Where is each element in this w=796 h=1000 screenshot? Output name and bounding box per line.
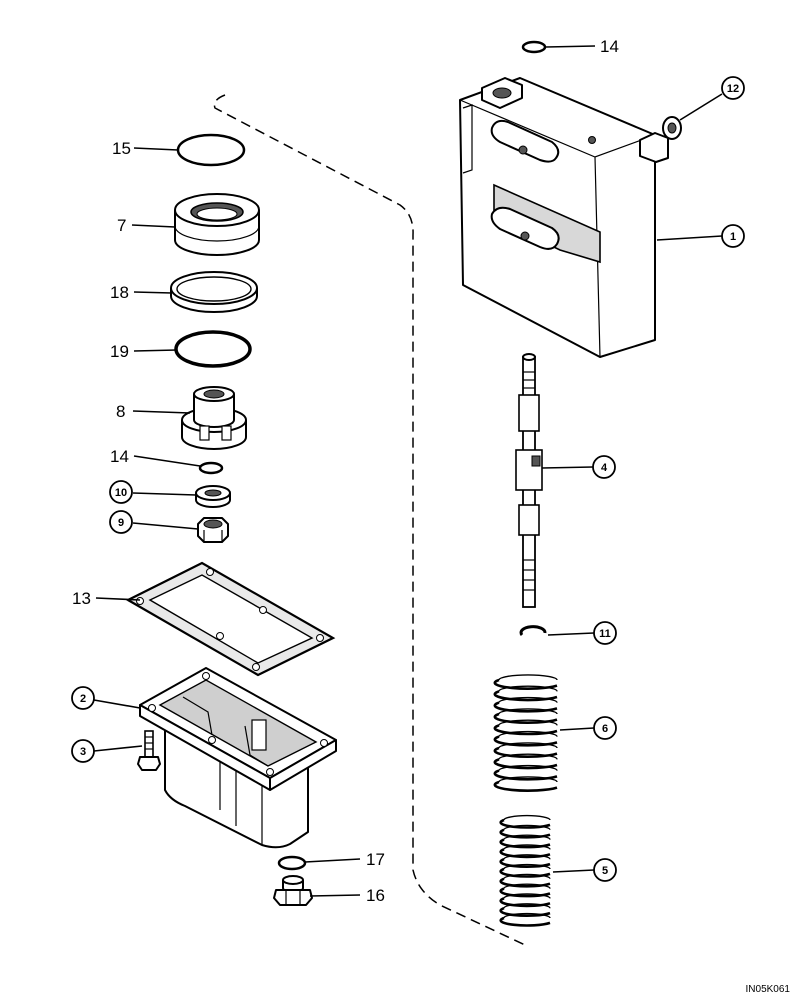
part-4-spool bbox=[515, 353, 543, 608]
part-8-piston bbox=[181, 386, 247, 450]
svg-text:8: 8 bbox=[116, 402, 125, 421]
part-1-valve-body bbox=[459, 77, 669, 358]
svg-text:6: 6 bbox=[602, 723, 608, 735]
part-16-plug bbox=[273, 875, 313, 906]
callout-17: 17 bbox=[304, 850, 385, 869]
callout-14-upper: 14 bbox=[545, 37, 619, 56]
callout-6: 6 bbox=[559, 716, 617, 740]
part-17-o-ring bbox=[277, 855, 307, 871]
callout-15: 15 bbox=[112, 139, 179, 158]
callout-11: 11 bbox=[547, 621, 617, 645]
part-15-o-ring bbox=[176, 133, 246, 167]
callout-8: 8 bbox=[116, 402, 191, 421]
svg-text:16: 16 bbox=[366, 886, 385, 905]
svg-text:15: 15 bbox=[112, 139, 131, 158]
callout-9: 9 bbox=[109, 510, 199, 534]
part-14-small-o-ring-lower bbox=[198, 461, 224, 475]
callout-7: 7 bbox=[117, 216, 176, 235]
svg-text:5: 5 bbox=[602, 865, 608, 877]
part-10-washer bbox=[195, 485, 231, 508]
svg-text:12: 12 bbox=[727, 83, 739, 95]
svg-text:1: 1 bbox=[730, 231, 736, 243]
svg-text:4: 4 bbox=[601, 462, 608, 474]
part-18-ring bbox=[170, 271, 258, 313]
svg-text:13: 13 bbox=[72, 589, 91, 608]
svg-text:18: 18 bbox=[110, 283, 129, 302]
svg-text:2: 2 bbox=[80, 693, 86, 705]
assembly-boundary-dashed bbox=[213, 94, 526, 946]
svg-text:10: 10 bbox=[115, 487, 127, 499]
part-9-nut bbox=[197, 517, 229, 543]
part-7-seal bbox=[174, 193, 260, 256]
reference-code: IN05K061 bbox=[746, 984, 791, 995]
svg-text:3: 3 bbox=[80, 746, 86, 758]
svg-text:17: 17 bbox=[366, 850, 385, 869]
callout-10: 10 bbox=[109, 480, 197, 504]
callout-3: 3 bbox=[71, 739, 143, 763]
part-11-snap-ring bbox=[519, 625, 547, 636]
svg-text:14: 14 bbox=[600, 37, 619, 56]
callout-12: 12 bbox=[679, 76, 745, 121]
callout-2: 2 bbox=[71, 686, 141, 710]
svg-text:14: 14 bbox=[110, 447, 129, 466]
part-3-bolt bbox=[137, 730, 161, 771]
part-12-plug bbox=[662, 116, 682, 140]
callout-13: 13 bbox=[72, 589, 141, 608]
svg-text:9: 9 bbox=[118, 517, 124, 529]
part-6-large-spring bbox=[493, 674, 558, 792]
part-5-small-spring bbox=[499, 814, 551, 927]
callout-1: 1 bbox=[656, 224, 745, 248]
svg-text:11: 11 bbox=[599, 628, 611, 640]
svg-text:7: 7 bbox=[117, 216, 126, 235]
callout-19: 19 bbox=[110, 342, 178, 361]
part-14-small-o-ring-upper bbox=[521, 40, 547, 54]
callout-4: 4 bbox=[541, 455, 616, 479]
svg-text:19: 19 bbox=[110, 342, 129, 361]
part-19-o-ring bbox=[174, 330, 252, 368]
callout-16: 16 bbox=[309, 886, 385, 905]
callout-14-lower: 14 bbox=[110, 447, 201, 467]
part-13-gasket bbox=[125, 561, 336, 677]
callout-5: 5 bbox=[552, 858, 617, 882]
callout-18: 18 bbox=[110, 283, 173, 302]
part-2-housing bbox=[139, 667, 337, 849]
